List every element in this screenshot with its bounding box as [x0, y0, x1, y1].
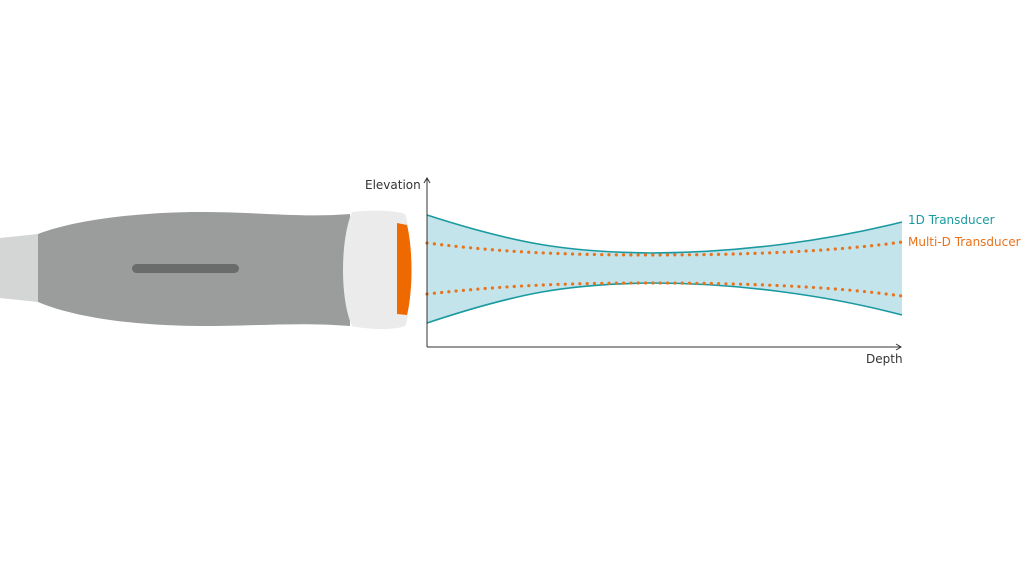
probe-slot [132, 264, 239, 273]
y-axis-label: Elevation [365, 178, 421, 192]
axes [423, 177, 902, 351]
legend-1d-transducer: 1D Transducer [908, 213, 995, 227]
x-axis-label: Depth [866, 352, 903, 366]
probe-lens [397, 223, 412, 315]
probe-cable-tail [0, 234, 38, 302]
beam-1d-transducer [426, 214, 903, 324]
ultrasound-probe [0, 210, 412, 329]
probe-head [343, 210, 411, 329]
legend-multi-d-transducer: Multi-D Transducer [908, 235, 1021, 249]
